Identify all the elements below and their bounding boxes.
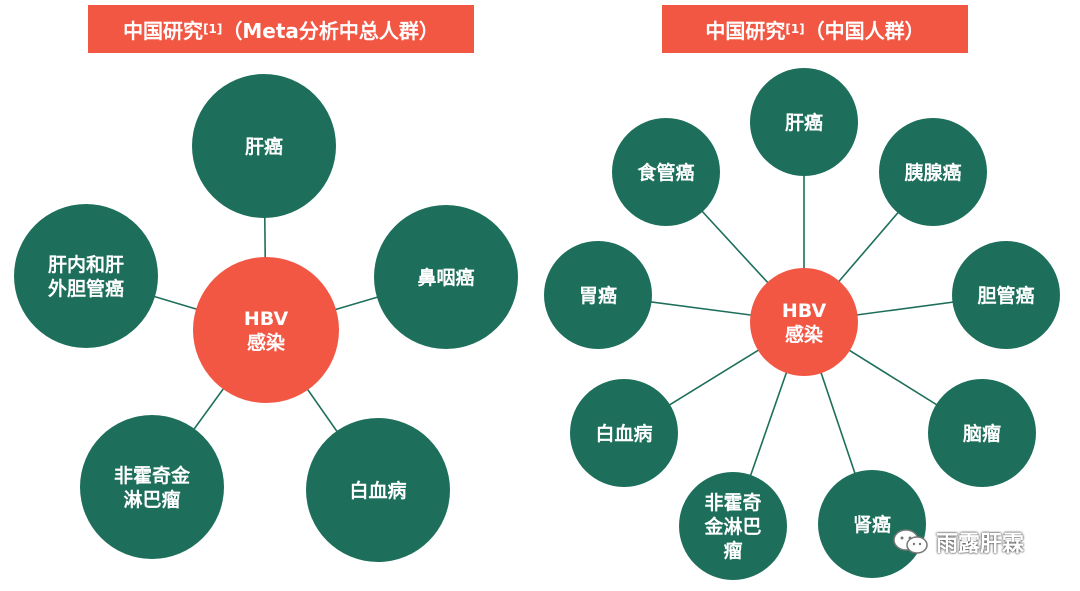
cancer-node: [80, 415, 224, 559]
cancer-node-label: 肝内和肝: [48, 253, 124, 276]
right-title-banner: 中国研究[1]（中国人群）: [662, 5, 968, 53]
cancer-node-label: 脑瘤: [962, 422, 1001, 445]
cancer-node: [952, 241, 1060, 349]
cancer-node: [14, 204, 158, 348]
cancer-node: [544, 241, 652, 349]
cancer-node-label: 肝癌: [245, 135, 283, 158]
hbv-hub: [750, 268, 858, 376]
cancer-node: [679, 472, 787, 580]
right-title-citation: [1]: [785, 22, 805, 36]
cancer-node-label: 肾癌: [853, 513, 891, 536]
cancer-node: [306, 418, 450, 562]
cancer-node-label: 胃癌: [579, 284, 617, 307]
left-title-tail: （Meta分析中总人群）: [222, 18, 439, 43]
hbv-hub-label: 感染: [247, 331, 285, 354]
cancer-node-label: 食管癌: [637, 161, 694, 184]
cancer-node: [192, 74, 336, 218]
cancer-node-label: 肝癌: [785, 111, 823, 134]
cancer-node-label: 胆管癌: [977, 284, 1034, 307]
cancer-node: [612, 118, 720, 226]
cancer-node-label: 外胆管癌: [48, 277, 124, 300]
right-title-tail: （中国人群）: [804, 18, 925, 43]
cancer-node: [570, 379, 678, 487]
cancer-node-label: 金淋巴: [703, 515, 761, 538]
watermark-text: 雨露肝霖: [936, 532, 1025, 557]
cancer-node-label: 淋巴瘤: [123, 488, 180, 511]
cancer-node: [750, 68, 858, 176]
cancer-node-label: 胰腺癌: [903, 161, 961, 184]
left-title-citation: [1]: [203, 22, 223, 36]
cancer-node-label: 非霍奇: [704, 491, 761, 514]
cancer-node-label: 非霍奇金: [114, 464, 191, 487]
cancer-node: [818, 470, 926, 578]
cancer-node: [374, 205, 518, 349]
cancer-node-label: 鼻咽癌: [417, 266, 474, 289]
hbv-hub-label: HBV: [244, 308, 289, 330]
watermark: 雨露肝霖: [892, 526, 1024, 558]
cancer-node-label: 白血病: [349, 479, 406, 502]
wechat-icon: [893, 529, 928, 554]
cancer-node: [928, 379, 1036, 487]
hbv-hub: [193, 257, 339, 403]
cancer-node-label: 白血病: [595, 422, 652, 445]
left-title-banner: 中国研究[1]（Meta分析中总人群）: [88, 5, 474, 53]
cancer-node: [879, 118, 987, 226]
hbv-hub-label: 感染: [785, 323, 823, 346]
hbv-hub-label: HBV: [782, 300, 827, 322]
left-title-main: 中国研究: [123, 18, 204, 43]
cancer-node-label: 瘤: [723, 539, 742, 562]
right-title-main: 中国研究: [705, 18, 786, 43]
